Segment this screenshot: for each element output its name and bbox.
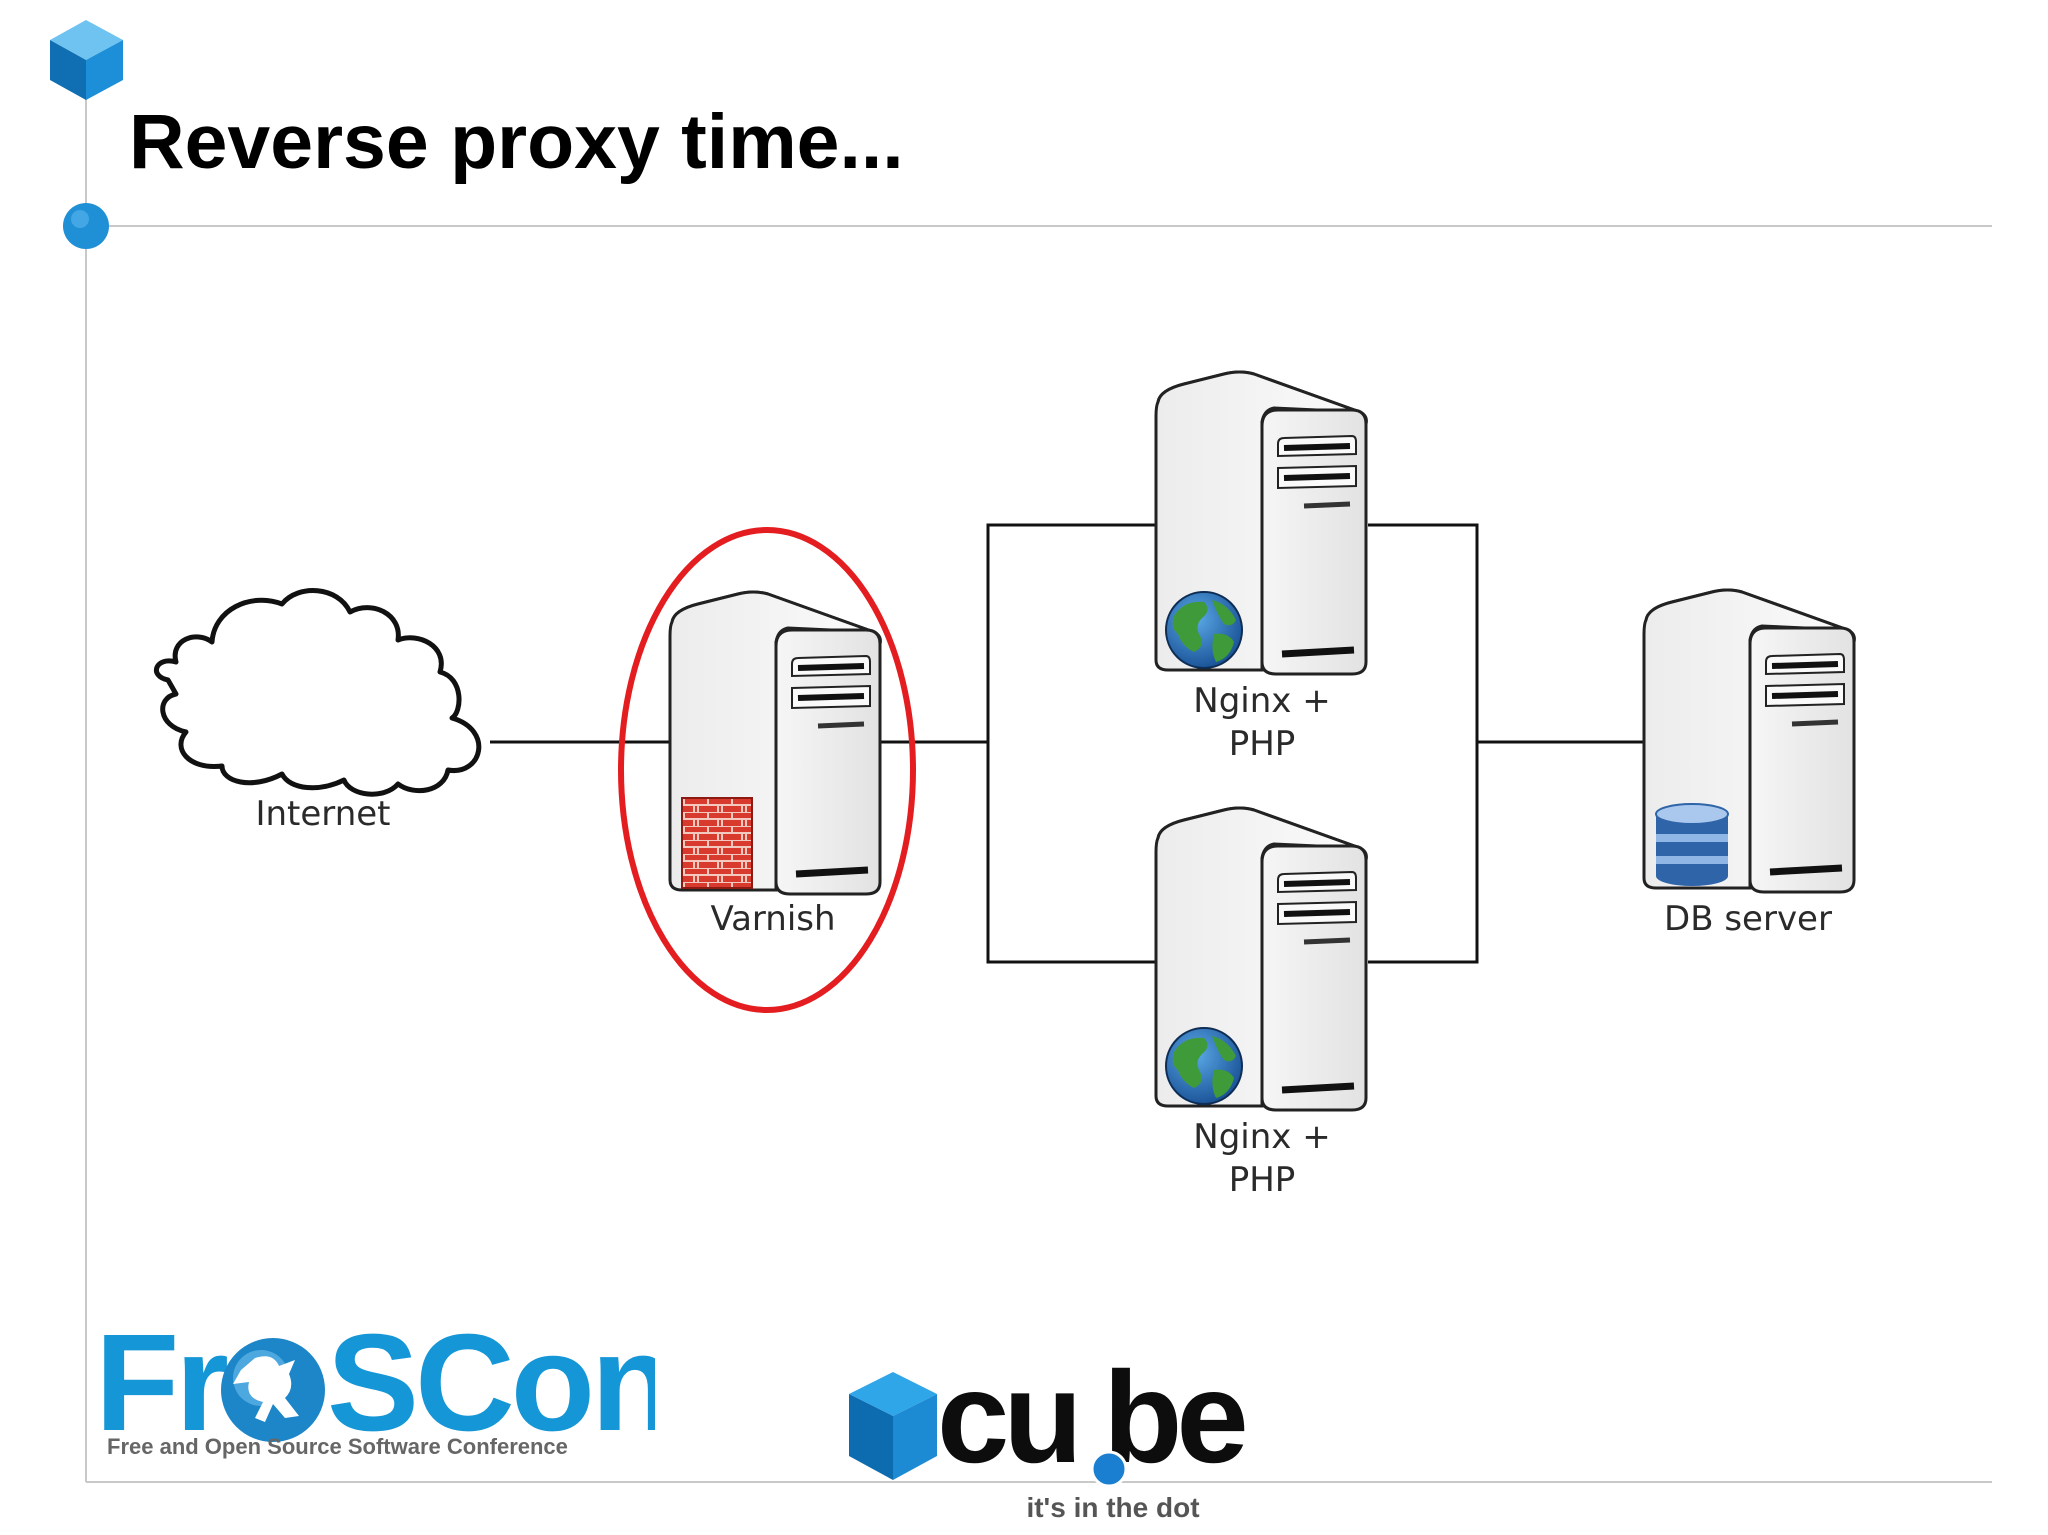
- web-server-1-label-line2: PHP: [1229, 724, 1296, 764]
- web-server-1-icon: [1156, 372, 1366, 674]
- cube-logo-icon: [849, 1372, 937, 1480]
- varnish-label: Varnish: [710, 899, 835, 939]
- database-icon: [1655, 803, 1729, 887]
- db-server-icon: [1644, 590, 1854, 892]
- web-server-2-label-line1: Nginx +: [1193, 1117, 1330, 1157]
- globe-icon: [1165, 1027, 1243, 1105]
- web-server-2-label-line2: PHP: [1229, 1160, 1296, 1200]
- globe-icon: [1165, 591, 1243, 669]
- froscon-wordmark-right: SCon: [327, 1318, 655, 1460]
- froscon-globe-icon: [221, 1338, 325, 1442]
- cube-wordmark-right: be: [1103, 1344, 1244, 1490]
- cube-tagline: it's in the dot: [1026, 1492, 1199, 1523]
- cube-dot-icon: [1090, 1450, 1128, 1488]
- internet-cloud-icon: [153, 588, 482, 797]
- varnish-server-icon: [670, 592, 880, 894]
- db-server-label: DB server: [1664, 899, 1832, 939]
- froscon-wordmark-left: Fr: [95, 1318, 227, 1460]
- froscon-tagline: Free and Open Source Software Conference: [107, 1434, 568, 1459]
- web-server-2-icon: [1156, 808, 1366, 1110]
- varnish-highlight-ring: [618, 527, 916, 1013]
- firewall-icon: [681, 797, 753, 889]
- cube-corner-icon: [50, 20, 123, 100]
- internet-label: Internet: [255, 794, 390, 834]
- cube-logo: cu be it's in the dot: [849, 1344, 1250, 1523]
- froscon-logo: Fr SCon Free and Open Source Software Co…: [95, 1318, 655, 1460]
- cube-wordmark-left: cu: [937, 1344, 1077, 1490]
- page-title: Reverse proxy time...: [129, 99, 904, 185]
- connection-lines: [490, 523, 1646, 964]
- web-server-1-label-line1: Nginx +: [1193, 681, 1330, 721]
